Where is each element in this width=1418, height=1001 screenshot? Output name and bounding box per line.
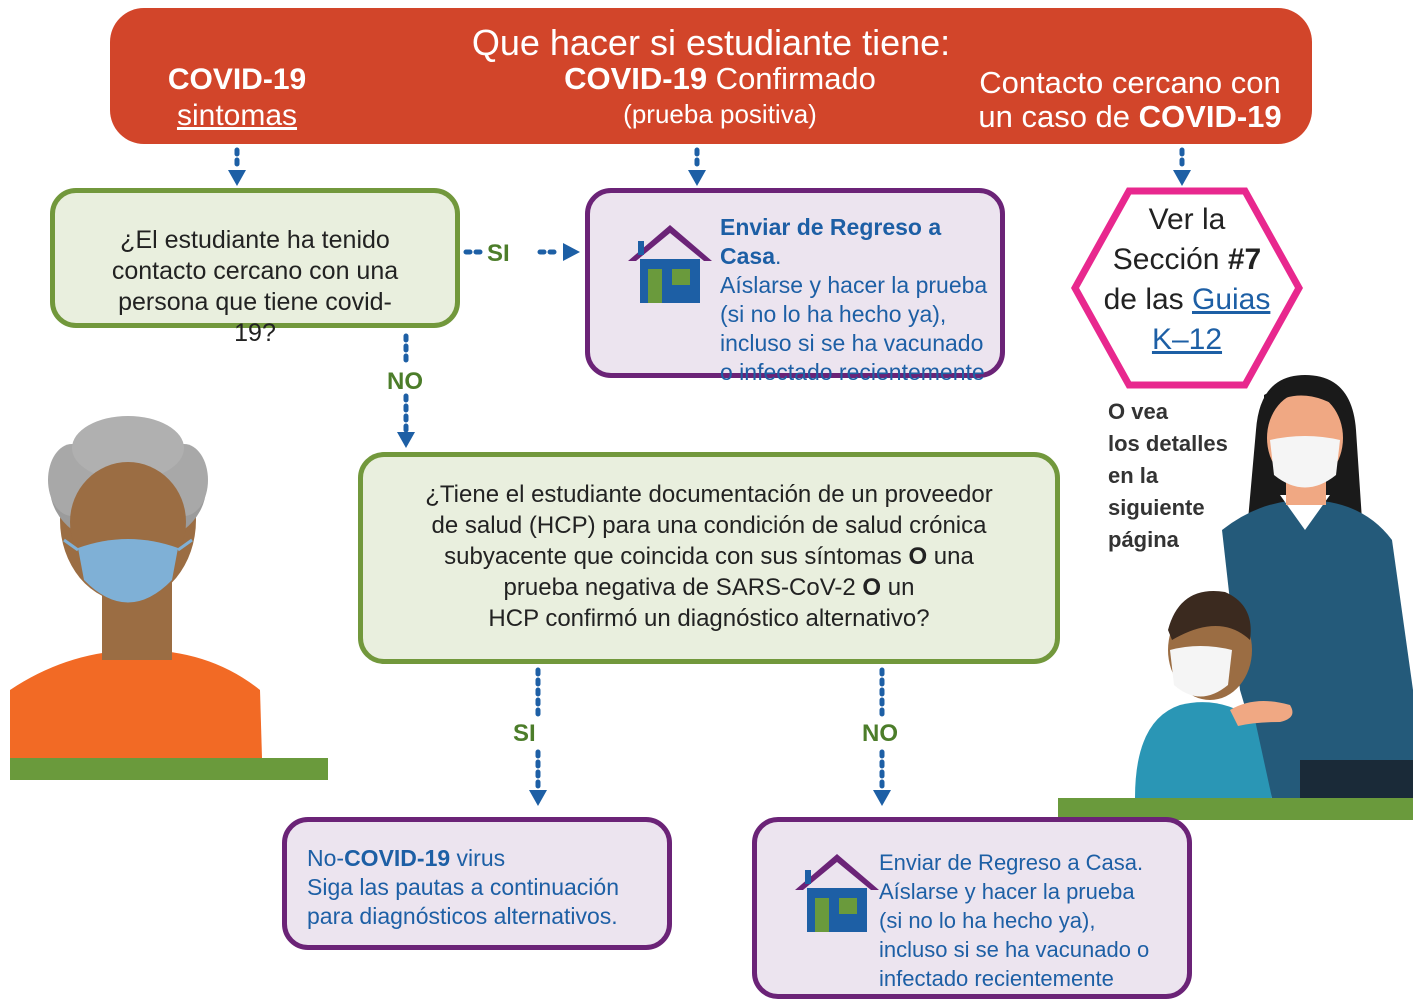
label-si-2: SI — [513, 720, 536, 747]
question-close-contact-text: ¿El estudiante ha tenido contacto cercan… — [111, 226, 399, 347]
side-note: O vea los detalles en la siguiente págin… — [1108, 396, 1228, 556]
banner-col-symptoms: COVID-19 sintomas — [132, 62, 342, 134]
banner-col-confirmed: COVID-19 Confirmado (prueba positiva) — [490, 62, 950, 131]
non-covid-pre: No- — [307, 845, 345, 871]
contact-line1: Contacto cercano con — [979, 65, 1281, 100]
contact-line2-bold: COVID-19 — [1138, 99, 1282, 134]
side-note-line2: los detalles — [1108, 431, 1228, 456]
label-no-2: NO — [862, 720, 898, 747]
q2-line5: HCP confirmó un diagnóstico alternativo? — [488, 605, 930, 632]
hex-line2-pre: Sección — [1112, 243, 1228, 276]
q2-line4-pre: prueba negativa de SARS-CoV-2 — [503, 574, 863, 601]
send-home-top-line3: incluso si se ha vacunado — [720, 330, 984, 356]
banner-col-contact: Contacto cercano con un caso de COVID-19 — [960, 66, 1300, 134]
send-home-top-line1: Aíslarse y hacer la prueba — [720, 272, 988, 298]
label-si-1: SI — [487, 240, 510, 267]
non-covid-bold: COVID-19 — [344, 845, 451, 871]
hex-line1: Ver la — [1148, 203, 1226, 236]
question-close-contact-box: ¿El estudiante ha tenido contacto cercan… — [50, 188, 460, 347]
send-home-bottom-line5: infectado recientemente — [879, 966, 1114, 991]
label-no-1: NO — [387, 368, 423, 395]
send-home-bottom-line3: (si no lo ha hecho ya), — [879, 908, 1096, 933]
q2-line1: ¿Tiene el estudiante documentación de un… — [425, 481, 993, 508]
send-home-top-line4: o infectado recientemente — [720, 359, 985, 385]
q2-line3-or: O — [908, 543, 928, 570]
q2-line3-pre: subyacente que coincida con sus síntomas — [444, 543, 909, 570]
house-icon — [628, 225, 712, 303]
people-right-illustration — [1058, 375, 1413, 820]
q2-line4-post: un — [881, 574, 915, 601]
send-home-bottom-line2: Aíslarse y hacer la prueba — [879, 879, 1135, 904]
header-banner: Que hacer si estudiante tiene: COVID-19 … — [110, 8, 1312, 144]
contact-line2-pre: un caso de — [978, 99, 1139, 134]
symptoms-title: COVID-19 — [167, 63, 307, 96]
k12-link[interactable]: K–12 — [1151, 323, 1223, 356]
house-icon — [795, 854, 879, 932]
person-left-illustration — [10, 416, 328, 780]
hex-line2-bold: #7 — [1227, 243, 1262, 276]
section-7-text: Ver la Sección #7 de las Guias K–12 — [1071, 200, 1303, 360]
hex-line3-pre: de las — [1103, 283, 1192, 316]
send-home-top-period: . — [774, 243, 782, 269]
symptoms-link[interactable]: sintomas — [176, 99, 298, 132]
non-covid-post: virus — [450, 845, 506, 871]
q2-line3-post: una — [927, 543, 974, 570]
non-covid-box: No-COVID-19 virus Siga las pautas a cont… — [282, 817, 672, 950]
non-covid-line2: Siga las pautas a continuación — [307, 874, 619, 900]
banner-title: Que hacer si estudiante tiene: — [471, 22, 951, 63]
question-documentation-box: ¿Tiene el estudiante documentación de un… — [358, 452, 1060, 664]
send-home-box-top: Enviar de Regreso a Casa. Aíslarse y hac… — [585, 188, 1005, 385]
guias-link[interactable]: Guias — [1192, 283, 1271, 316]
side-note-line3: en la — [1108, 463, 1159, 488]
non-covid-line3: para diagnósticos alternativos. — [307, 903, 618, 929]
confirmed-bold: COVID-19 — [564, 61, 708, 96]
q2-line2: de salud (HCP) para una condición de sal… — [431, 512, 987, 539]
side-note-line5: página — [1108, 527, 1179, 552]
send-home-bottom-line1: Enviar de Regreso a Casa. — [879, 850, 1144, 875]
confirmed-rest: Confirmado — [707, 61, 876, 96]
send-home-top-line2: (si no lo ha hecho ya), — [720, 301, 947, 327]
confirmed-sub: (prueba positiva) — [623, 99, 817, 129]
side-note-line4: siguiente — [1108, 495, 1205, 520]
section-7-hexagon — [1071, 187, 1303, 389]
side-note-line1: O vea — [1108, 399, 1168, 424]
q2-line4-or: O — [862, 574, 882, 601]
send-home-bottom-line4: incluso si se ha vacunado o — [879, 937, 1150, 962]
send-home-box-bottom: Enviar de Regreso a Casa. Aíslarse y hac… — [752, 817, 1192, 999]
send-home-top-title: Enviar de Regreso a Casa — [720, 214, 942, 269]
